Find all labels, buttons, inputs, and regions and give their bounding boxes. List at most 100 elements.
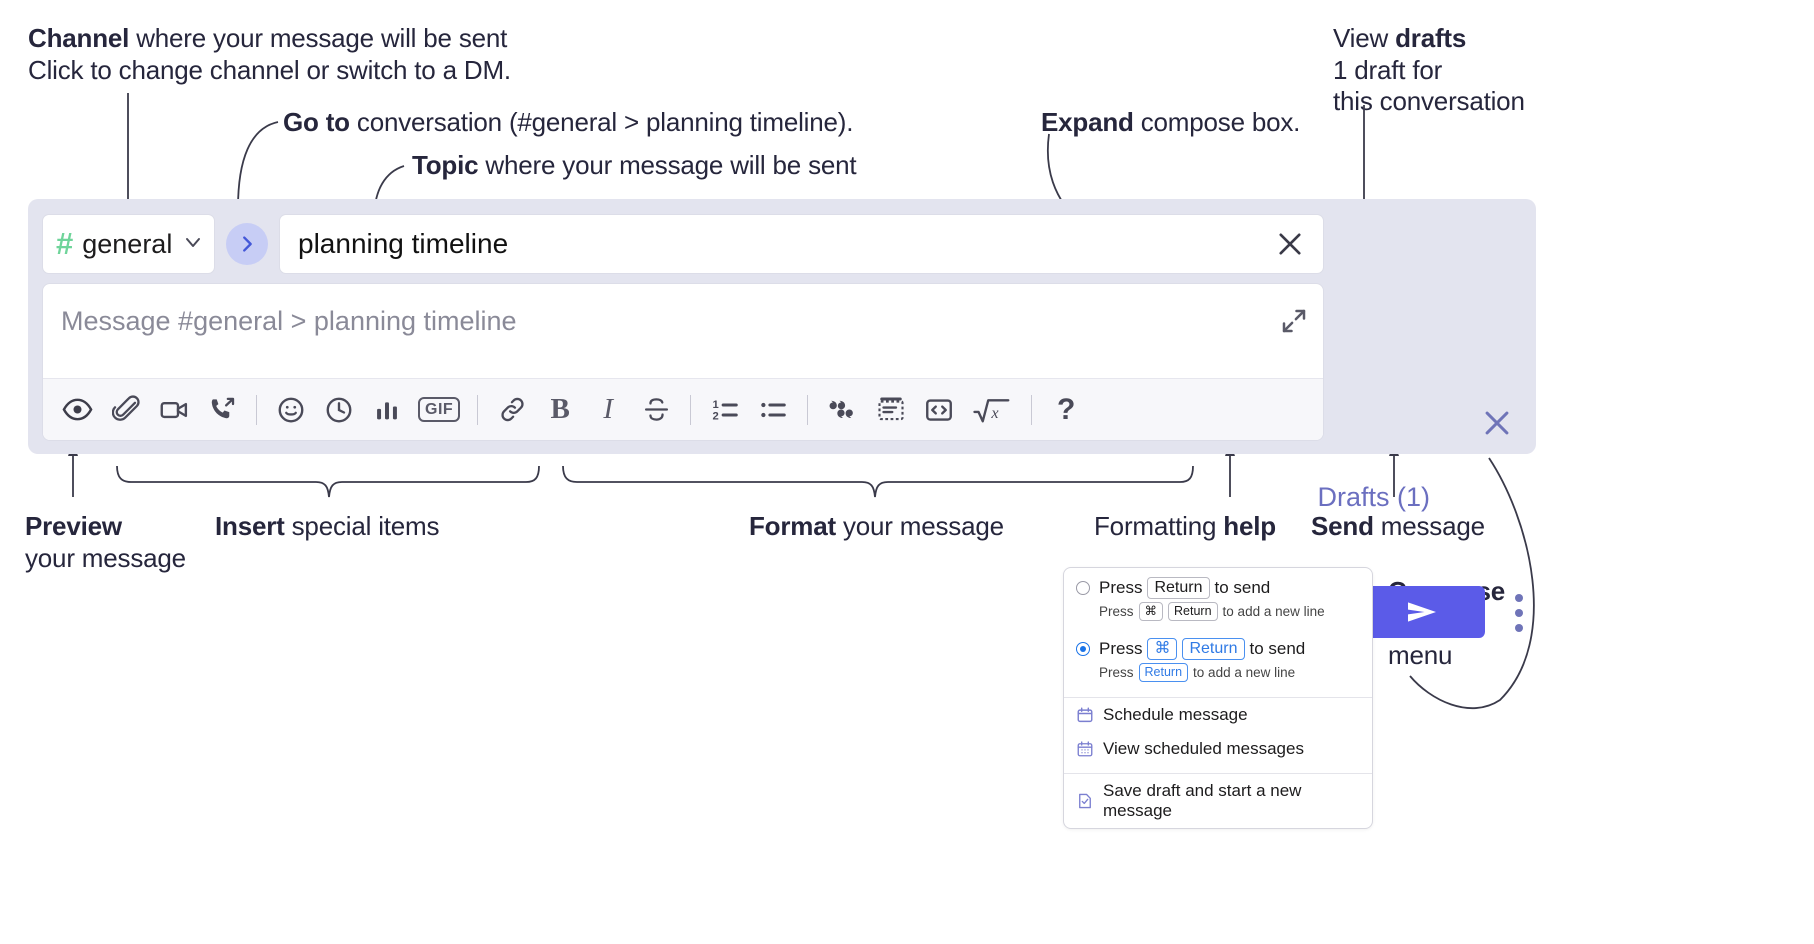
clock-icon[interactable]	[324, 390, 354, 430]
channel-selector[interactable]: # general	[42, 214, 215, 274]
bold-icon[interactable]: B	[545, 390, 575, 430]
link-icon[interactable]	[497, 390, 527, 430]
drafts-link[interactable]: Drafts (1)	[1317, 482, 1430, 512]
menu-item-label: Schedule message	[1103, 705, 1248, 724]
menu-item-schedule-message[interactable]: Schedule message	[1064, 698, 1372, 732]
press-label: Press	[1099, 578, 1143, 597]
annotation-preview-sub: your message	[25, 543, 186, 573]
compose-inner: # general planning timeline	[42, 213, 1324, 441]
message-placeholder: Message #general > planning timeline	[61, 306, 517, 336]
expand-compose-icon[interactable]	[1279, 306, 1309, 336]
go-to-conversation-button[interactable]	[226, 223, 268, 265]
math-icon[interactable]: x	[972, 390, 1012, 430]
menu-item-label: View scheduled messages	[1103, 739, 1304, 758]
compose-header-row: # general planning timeline	[42, 213, 1324, 275]
code-snippet-icon[interactable]	[924, 390, 954, 430]
call-icon[interactable]	[207, 390, 237, 430]
press-label: Press	[1099, 665, 1134, 680]
to-send-label: to send	[1214, 578, 1271, 597]
key-return: Return	[1138, 663, 1189, 682]
key-command: ⌘	[1138, 602, 1164, 621]
emoji-icon[interactable]	[276, 390, 306, 430]
press-label: Press	[1099, 604, 1134, 619]
send-option-cmd-return-sub: Press Return to add a new line	[1064, 660, 1372, 690]
svg-text:1: 1	[713, 399, 719, 411]
message-input-area[interactable]: Message #general > planning timeline	[42, 283, 1324, 441]
annotation-formatting-help: Formatting help	[1094, 511, 1276, 541]
send-option-return-line: Press Return to send	[1099, 577, 1270, 599]
topic-value: planning timeline	[298, 228, 509, 259]
topic-input[interactable]: planning timeline	[279, 214, 1324, 274]
clear-topic-icon[interactable]	[1273, 227, 1307, 261]
menu-item-save-draft[interactable]: Save draft and start a new message	[1064, 774, 1372, 828]
ordered-list-icon[interactable]: 1 2	[710, 390, 740, 430]
chevron-down-icon	[181, 230, 205, 259]
kebab-dot	[1515, 594, 1523, 602]
annotation-preview: Preview	[25, 511, 122, 541]
italic-label: I	[603, 393, 613, 425]
bulleted-list-icon[interactable]	[758, 390, 788, 430]
svg-text:x: x	[991, 404, 1000, 422]
blockquote-icon[interactable]	[827, 390, 858, 430]
menu-item-label: Save draft and start a new message	[1103, 781, 1302, 820]
key-return: Return	[1168, 602, 1218, 621]
compose-box: Drafts (1) # general	[28, 199, 1536, 638]
annotation-topic: Topic where your message will be sent	[412, 150, 857, 180]
toolbar-divider	[256, 394, 257, 425]
annotation-send: Send message	[1311, 511, 1485, 541]
send-option-cmd-return[interactable]: Press ⌘ Return to send	[1064, 629, 1372, 660]
annotation-format: Format your message	[749, 511, 1004, 541]
toolbar-divider	[807, 394, 809, 425]
close-icon[interactable]	[1480, 406, 1514, 440]
poll-icon[interactable]	[372, 390, 402, 430]
annotation-drafts-sub1: 1 draft for	[1333, 55, 1443, 85]
save-draft-icon	[1076, 792, 1094, 810]
calendar-schedule-icon	[1076, 706, 1094, 724]
kebab-dot	[1515, 609, 1523, 617]
send-option-return[interactable]: Press Return to send	[1064, 568, 1372, 599]
send-option-return-sub: Press ⌘ Return to add a new line	[1064, 599, 1372, 629]
send-button[interactable]	[1359, 586, 1485, 638]
press-label: Press	[1099, 639, 1143, 658]
annotation-channel: Channel where your message will be sent	[28, 23, 508, 53]
hash-icon: #	[56, 225, 74, 261]
gif-label: GIF	[418, 396, 461, 423]
compose-options-menu-button[interactable]	[1507, 591, 1531, 635]
gif-icon[interactable]: GIF	[418, 390, 461, 430]
preview-icon[interactable]	[62, 390, 93, 430]
send-option-cmd-return-line: Press ⌘ Return to send	[1099, 638, 1305, 660]
radio-return[interactable]	[1076, 581, 1090, 595]
svg-text:2: 2	[713, 410, 719, 422]
menu-divider	[1064, 697, 1372, 698]
to-send-label: to send	[1249, 639, 1306, 658]
toolbar-divider	[1031, 394, 1033, 425]
key-return: Return	[1182, 638, 1245, 660]
attachment-icon[interactable]	[111, 390, 141, 430]
italic-icon[interactable]: I	[593, 390, 623, 430]
compose-options-dropdown: Press Return to send Press ⌘ Return to a…	[1063, 567, 1373, 829]
video-icon[interactable]	[159, 390, 189, 430]
annotation-channel-sub: Click to change channel or switch to a D…	[28, 55, 511, 85]
chevron-right-icon	[243, 236, 252, 252]
toolbar-divider	[477, 394, 479, 425]
annotation-drafts: View drafts	[1333, 23, 1467, 53]
menu-item-view-scheduled[interactable]: View scheduled messages	[1064, 732, 1372, 766]
help-label: ?	[1057, 392, 1076, 426]
formatting-toolbar: GIF B I	[43, 378, 1323, 440]
send-icon	[1408, 602, 1436, 622]
annotation-expand: Expand compose box.	[1041, 107, 1301, 137]
radio-cmd-return[interactable]	[1076, 642, 1090, 656]
kebab-dot	[1515, 624, 1523, 632]
help-icon[interactable]: ?	[1051, 390, 1081, 430]
annotation-goto: Go to conversation (#general > planning …	[283, 107, 854, 137]
toolbar-divider	[690, 394, 692, 425]
strikethrough-icon[interactable]	[641, 390, 671, 430]
annotation-drafts-sub2: this conversation	[1333, 86, 1525, 116]
calendar-grid-icon	[1076, 740, 1094, 758]
newline-label: to add a new line	[1193, 665, 1296, 680]
code-block-icon[interactable]	[876, 390, 906, 430]
annotation-insert: Insert special items	[215, 511, 440, 541]
channel-name-label: general	[82, 228, 173, 259]
